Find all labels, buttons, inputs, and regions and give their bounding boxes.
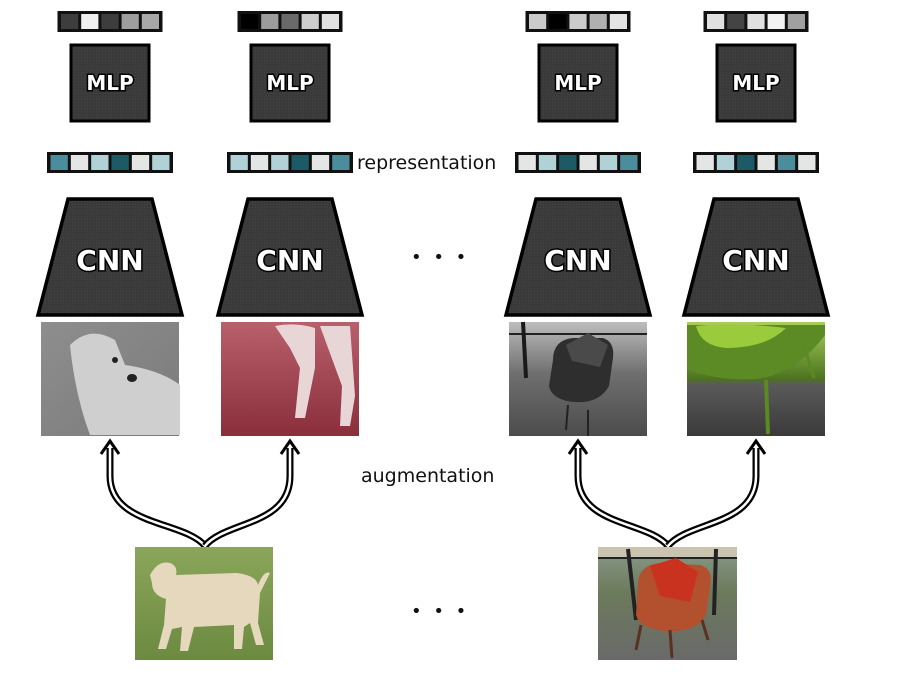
representation-cell <box>579 155 597 170</box>
projection-cell <box>321 14 339 29</box>
representation-cell <box>737 155 755 170</box>
projection-cell <box>707 14 725 29</box>
cnn-block: CNN <box>503 197 653 317</box>
projection-vector <box>57 11 163 32</box>
projection-cell <box>747 14 765 29</box>
representation-cell <box>332 155 350 170</box>
augmentation-arrows <box>99 438 767 549</box>
representation-cell <box>757 155 775 170</box>
source-image-chair <box>598 547 737 660</box>
representation-vector <box>227 152 353 173</box>
representation-label: representation <box>357 152 496 174</box>
representation-cell <box>599 155 618 170</box>
source-image-dog <box>135 547 273 660</box>
representation-cell <box>538 155 557 170</box>
projection-cell <box>61 14 79 29</box>
projection-cell <box>589 14 607 29</box>
augmentation-label: augmentation <box>361 465 494 487</box>
projection-cell <box>529 14 547 29</box>
cnn-label: CNN <box>722 244 789 277</box>
arrow-chair-to-gray <box>567 438 671 549</box>
mlp-block: MLP <box>249 43 331 123</box>
representation-cell <box>70 155 89 170</box>
projection-cell <box>281 14 299 29</box>
mlp-block: MLP <box>69 43 151 123</box>
column-dog-red: MLP CNN <box>215 11 365 436</box>
ellipsis-cnn-row: • • • <box>411 247 469 268</box>
mlp-label: MLP <box>86 71 133 95</box>
representation-cell <box>230 155 248 170</box>
cnn-block: CNN <box>681 197 831 317</box>
projection-vector <box>525 11 631 32</box>
cnn-block: CNN <box>215 197 365 317</box>
representation-cell <box>291 155 309 170</box>
representation-vector <box>515 152 641 173</box>
cnn-label: CNN <box>544 244 611 277</box>
projection-cell <box>549 14 567 29</box>
mlp-label: MLP <box>266 71 313 95</box>
augmented-image-dog-red <box>221 322 359 436</box>
cnn-label: CNN <box>256 244 323 277</box>
representation-cell <box>152 155 170 170</box>
representation-cell <box>271 155 289 170</box>
arrow-dog-to-gray <box>99 438 208 549</box>
projection-cell <box>727 14 745 29</box>
representation-cell <box>559 155 577 170</box>
augmented-image-chair-gray <box>509 321 647 436</box>
column-dog-gray: MLP CNN <box>35 11 185 436</box>
cnn-label: CNN <box>76 244 143 277</box>
representation-cell <box>518 155 536 170</box>
representation-cell <box>311 155 330 170</box>
representation-cell <box>777 155 796 170</box>
dog-silhouette <box>150 562 270 651</box>
column-chair-gray: MLP CNN <box>503 11 653 436</box>
augmented-image-dog-gray <box>41 322 180 436</box>
mlp-label: MLP <box>732 71 779 95</box>
mlp-label: MLP <box>554 71 601 95</box>
projection-cell <box>101 14 119 29</box>
projection-cell <box>241 14 259 29</box>
representation-cell <box>91 155 109 170</box>
representation-vector <box>47 152 173 173</box>
representation-cell <box>250 155 269 170</box>
representation-cell <box>798 155 816 170</box>
mlp-block: MLP <box>715 43 797 123</box>
projection-cell <box>261 14 279 29</box>
cnn-block: CNN <box>35 197 185 317</box>
projection-cell <box>569 14 587 29</box>
projection-cell <box>81 14 99 29</box>
representation-cell <box>111 155 129 170</box>
representation-cell <box>131 155 150 170</box>
projection-vector <box>237 11 343 32</box>
mlp-block: MLP <box>537 43 619 123</box>
representation-cell <box>696 155 714 170</box>
column-chair-green: MLP CNN <box>681 11 831 436</box>
projection-cell <box>767 14 785 29</box>
projection-cell <box>141 14 159 29</box>
representation-cell <box>50 155 68 170</box>
augmented-image-chair-green <box>687 322 825 436</box>
representation-cell <box>716 155 735 170</box>
arrow-chair-to-green <box>665 438 767 549</box>
representation-cell <box>620 155 638 170</box>
projection-cell <box>787 14 805 29</box>
projection-cell <box>301 14 319 29</box>
projection-cell <box>121 14 139 29</box>
representation-vector <box>693 152 819 173</box>
projection-vector <box>703 11 809 32</box>
cushion-shape <box>650 558 698 602</box>
projection-cell <box>609 14 627 29</box>
arrow-dog-to-red <box>202 438 301 549</box>
ellipsis-source-row: • • • <box>411 601 469 622</box>
